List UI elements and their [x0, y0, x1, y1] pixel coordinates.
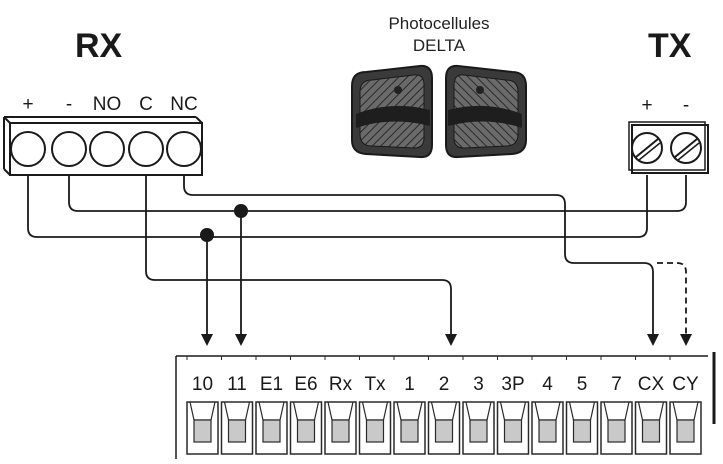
terminal-label: Rx: [329, 374, 353, 395]
rx-title: RX: [75, 27, 123, 65]
terminal-3: 3: [462, 356, 495, 455]
terminal-label: 10: [192, 374, 213, 395]
junction-dot-plus: [200, 228, 214, 242]
terminal-11: 11: [220, 356, 254, 455]
rx-screw-terminal: [166, 131, 202, 167]
arrow-cy: [680, 334, 692, 346]
rx-pin-label: NC: [170, 94, 197, 115]
arrow-2: [445, 334, 457, 346]
terminal-label: 3P: [501, 374, 524, 395]
terminal-label: E6: [294, 374, 317, 395]
terminal-label: Tx: [364, 374, 386, 395]
junction-dot-minus: [234, 204, 248, 218]
tx-pin-labels: +-: [641, 95, 689, 116]
rx-pin-label: C: [139, 94, 153, 115]
terminal-1: 1: [393, 356, 426, 455]
tx-pin-label: -: [683, 95, 689, 116]
tx-screw-terminal: [670, 132, 702, 164]
terminal-label: E1: [260, 374, 283, 395]
terminal-3p: 3P: [496, 356, 530, 455]
terminal-label: CX: [638, 374, 665, 395]
photocell-caption-line2: DELTA: [413, 36, 466, 55]
terminal-cx: CX: [634, 356, 668, 455]
terminal-4: 4: [531, 356, 564, 455]
terminal-e6: E6: [289, 356, 323, 455]
arrows: [201, 334, 692, 346]
rx-pin-label: -: [66, 94, 72, 115]
terminal-label: 7: [611, 374, 622, 395]
wire-rx-c: [145, 175, 452, 336]
terminal-cy: CY: [669, 356, 702, 455]
photocell-caption-line1: Photocellules: [388, 14, 489, 33]
wire-rx-plus: [27, 175, 648, 238]
control-board-terminal-strip: 10 11 E1 E6 Rx Tx 1 2 3 3P 4 5 7 CX CY: [175, 352, 716, 459]
photocell-receiver-icon: [351, 64, 433, 159]
terminal-label: CY: [672, 374, 699, 395]
tx-terminal-block: [628, 121, 709, 174]
rx-screw-terminal: [128, 131, 164, 167]
photocell-transmitter-icon: [445, 64, 527, 159]
arrow-10: [201, 334, 213, 346]
rx-pin-label: NO: [93, 94, 122, 115]
terminal-tx: Tx: [358, 356, 392, 455]
arrow-11: [235, 334, 247, 346]
terminal-label: 2: [439, 374, 450, 395]
arrow-cx: [647, 334, 659, 346]
wire-cx-cy-jumper: [657, 262, 687, 336]
rx-screw-terminal: [51, 131, 87, 167]
wire-rx-nc: [183, 175, 654, 336]
wire-rx-minus: [68, 175, 687, 212]
terminal-label: 11: [227, 374, 247, 395]
terminal-rx: Rx: [324, 356, 357, 455]
tx-pin-label: +: [641, 95, 652, 116]
rx-terminal-block: [3, 116, 203, 176]
rx-screw-terminal: [10, 131, 46, 167]
tx-screw-terminal: [631, 132, 663, 164]
wires: [27, 175, 687, 336]
terminal-label: 1: [404, 374, 415, 395]
terminal-label: 4: [542, 374, 553, 395]
terminal-label: 5: [577, 374, 588, 395]
terminal-e1: E1: [255, 356, 288, 455]
terminal-2: 2: [427, 356, 461, 455]
terminal-7: 7: [600, 356, 633, 455]
terminal-10: 10: [186, 356, 219, 455]
tx-title: TX: [648, 27, 692, 65]
rx-pin-labels: + -NO C NC: [22, 94, 197, 115]
terminal-5: 5: [565, 356, 599, 455]
terminal-label: 3: [473, 374, 484, 395]
rx-pin-label: +: [22, 94, 33, 115]
rx-screw-terminal: [89, 131, 125, 167]
